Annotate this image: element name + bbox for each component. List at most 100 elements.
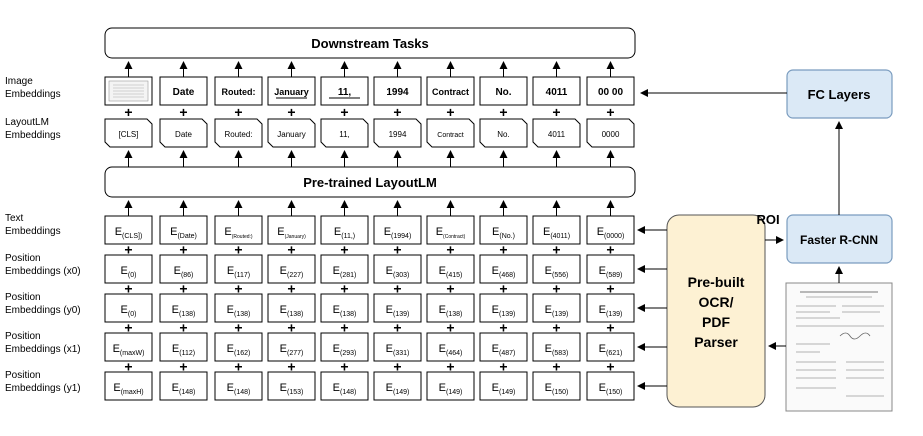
plus-sign: +	[340, 359, 348, 375]
plus-sign: +	[393, 281, 401, 297]
downstream-tasks-box: Downstream Tasks	[104, 27, 636, 59]
plus-sign: +	[234, 281, 242, 297]
embedding-cell: E(Date)	[159, 215, 208, 245]
plus-sign: +	[234, 359, 242, 375]
token-text: 4011	[548, 130, 566, 139]
embedding-text: E(487)	[492, 343, 516, 357]
plus-sign: +	[287, 242, 295, 258]
embedding-cell: E(153)	[267, 371, 316, 401]
token-text: 11,	[339, 130, 350, 139]
plus-sign: +	[234, 104, 242, 120]
image-embedding-cell: 1994	[373, 76, 422, 106]
embedding-text: E(138)	[439, 304, 463, 318]
downstream-tasks-label: Downstream Tasks	[311, 36, 429, 51]
layoutlm-embedding-cell: Date	[159, 118, 208, 148]
plus-sign: +	[124, 281, 132, 297]
embedding-cell: E(January)	[267, 215, 316, 245]
image-embedding-cell: Date	[159, 76, 208, 106]
ocr-parser-box: Pre-built OCR/ PDF Parser	[666, 214, 766, 408]
layoutlm-embedding-cell: Routed:	[214, 118, 263, 148]
plus-sign: +	[446, 359, 454, 375]
embedding-text: E(139)	[545, 304, 569, 318]
embedding-cell: E(149)	[426, 371, 475, 401]
plus-sign: +	[499, 359, 507, 375]
embedding-text: E(Routed:)	[224, 226, 253, 240]
embedding-text: E(589)	[599, 265, 623, 279]
embedding-text: E(468)	[492, 265, 516, 279]
embedding-cell: E(149)	[373, 371, 422, 401]
embedding-cell: E(138)	[320, 293, 369, 323]
plus-sign: +	[340, 320, 348, 336]
plus-sign: +	[124, 320, 132, 336]
image-token-text: 1994	[386, 87, 409, 98]
plus-sign: +	[606, 104, 614, 120]
plus-sign: +	[499, 242, 507, 258]
token-text: January	[277, 130, 305, 139]
embedding-text: E(621)	[599, 343, 623, 357]
plus-sign: +	[499, 281, 507, 297]
image-token-text: 00 00	[598, 87, 623, 98]
embedding-text: E(150)	[599, 382, 623, 396]
embedding-cell: E(Contract)	[426, 215, 475, 245]
embedding-text: E(150)	[545, 382, 569, 396]
embedding-cell: E(139)	[373, 293, 422, 323]
embedding-cell: E(No.)	[479, 215, 528, 245]
row-label-line: Embeddings (x0)	[5, 266, 81, 277]
plus-sign: +	[287, 320, 295, 336]
row-label-line: Position	[5, 253, 41, 264]
embedding-text: E(138)	[172, 304, 196, 318]
connectors	[640, 89, 843, 350]
layoutlm-embedding-cell: January	[267, 118, 316, 148]
plus-sign: +	[393, 320, 401, 336]
embedding-cell: E(maxH)	[104, 371, 153, 401]
plus-sign: +	[179, 320, 187, 336]
embedding-cell: E(138)	[159, 293, 208, 323]
embedding-text: E(Date)	[170, 226, 197, 240]
embedding-text: E(583)	[545, 343, 569, 357]
image-embedding-cell: No.	[479, 76, 528, 106]
plus-sign: +	[179, 359, 187, 375]
embedding-cell: E(148)	[214, 371, 263, 401]
embedding-cell: E(148)	[320, 371, 369, 401]
image-embedding-cell: 11,	[320, 76, 369, 106]
plus-sign: +	[552, 281, 560, 297]
embedding-text: E(464)	[439, 343, 463, 357]
embedding-cell: E(139)	[532, 293, 581, 323]
plus-sign: +	[287, 104, 295, 120]
image-token-text: Routed:	[222, 87, 256, 97]
embedding-text: E(138)	[227, 304, 251, 318]
embedding-cell: E(148)	[159, 371, 208, 401]
embedding-text: E(227)	[280, 265, 304, 279]
plus-sign: +	[287, 281, 295, 297]
embedding-text: E(148)	[333, 382, 357, 396]
embedding-text: E(January)	[277, 226, 306, 240]
image-embedding-cell: Contract	[426, 76, 475, 106]
plus-sign: +	[393, 359, 401, 375]
embedding-cell: E(maxW)	[104, 332, 153, 362]
embedding-cell: E(415)	[426, 254, 475, 284]
image-token-text: 11,	[338, 87, 352, 98]
embedding-text: E(153)	[280, 382, 304, 396]
image-embedding-cell	[104, 76, 153, 106]
embedding-text: E(139)	[386, 304, 410, 318]
row-label-line: LayoutLM	[5, 117, 49, 128]
token-text: Contract	[437, 132, 464, 139]
embedding-cell: E(138)	[214, 293, 263, 323]
embedding-text: E(Contract)	[436, 226, 466, 240]
token-text: Date	[175, 130, 192, 139]
embedding-text: E(11,)	[334, 226, 355, 240]
fc-layers-box: FC Layers	[786, 69, 893, 119]
embedding-cell: E(149)	[479, 371, 528, 401]
image-token-text: 4011	[546, 87, 568, 98]
embedding-cell: E(621)	[586, 332, 635, 362]
row-label-line: Position	[5, 331, 41, 342]
embedding-cell: E(117)	[214, 254, 263, 284]
row-label-line: Embeddings	[5, 130, 61, 141]
embedding-text: E(117)	[227, 265, 250, 279]
ocr-line-3: PDF	[702, 314, 730, 330]
token-text: Routed:	[224, 130, 252, 139]
embedding-cell: E(CLS])	[104, 215, 153, 245]
embedding-cell: E(331)	[373, 332, 422, 362]
